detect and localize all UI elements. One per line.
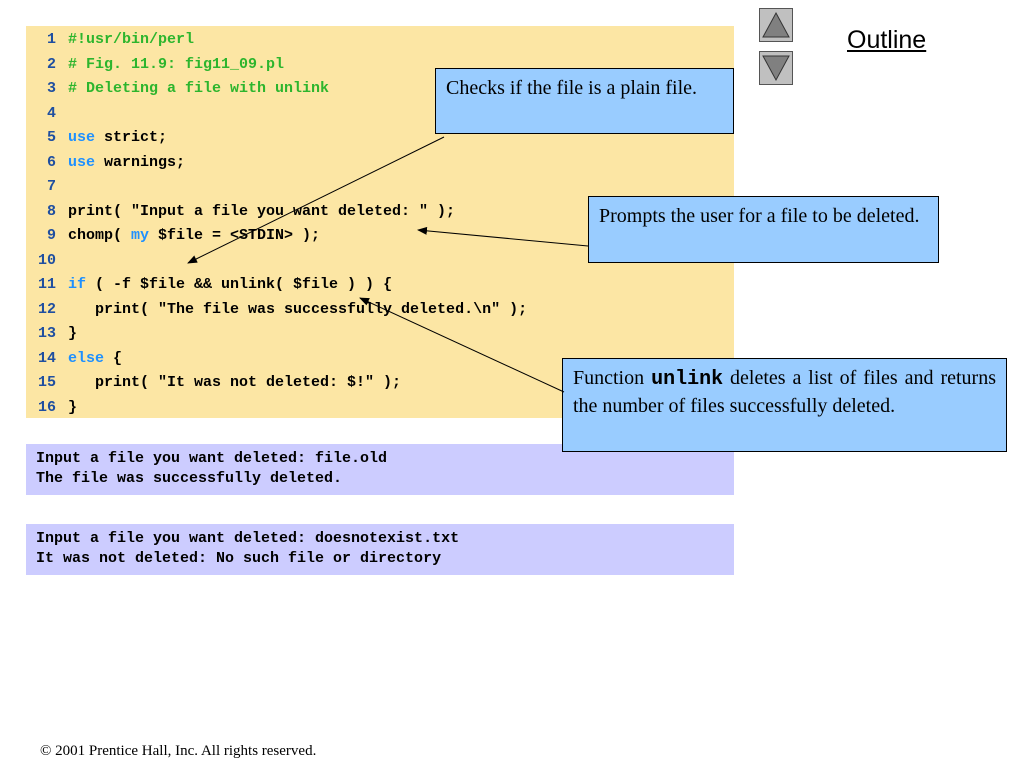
callout-unlink: Function unlink deletes a list of files …	[562, 358, 1007, 452]
program-output-1: Input a file you want deleted: file.old …	[26, 444, 734, 495]
code-line: 11 if ( -f $file && unlink( $file ) ) {	[26, 273, 734, 297]
code-text: # Deleting a file with unlink	[68, 77, 329, 101]
code-token: }	[68, 325, 78, 342]
code-token: print( "The file was successfully delete…	[68, 300, 528, 318]
copyright-footer: © 2001 Prentice Hall, Inc. All rights re…	[40, 743, 317, 759]
code-line: 15 print( "It was not deleted: $!" );	[26, 371, 734, 395]
code-line: 14 else {	[26, 347, 734, 371]
code-line: 3 # Deleting a file with unlink	[26, 77, 734, 101]
code-token: }	[68, 398, 78, 416]
comment: # Fig. 11.9: fig11_09.pl	[68, 55, 285, 73]
code-token: {	[104, 349, 123, 367]
line-number: 11	[37, 276, 56, 293]
code-text: use strict;	[68, 126, 167, 150]
code-text: print( "Input a file you want deleted: "…	[68, 200, 455, 224]
code-token: ( -f $file && unlink( $file ) ) {	[86, 276, 393, 293]
line-number: 6	[46, 153, 56, 171]
code-line: 5 use strict;	[26, 126, 734, 150]
line-number: 1	[46, 31, 56, 48]
code-token: print( "Input a file you want deleted: "…	[68, 202, 456, 220]
comment: #!usr/bin/perl	[68, 31, 195, 48]
keyword: use	[68, 153, 96, 171]
callout-text: Function	[573, 367, 652, 389]
code-token: $file = <STDIN> );	[149, 227, 321, 244]
code-line: 7	[26, 175, 734, 199]
line-number: 12	[37, 300, 56, 318]
line-number: 5	[46, 129, 56, 146]
keyword: else	[68, 349, 105, 367]
keyword: use	[68, 129, 96, 146]
triangle-up-icon	[762, 11, 790, 38]
code-text: #!usr/bin/perl	[68, 28, 194, 52]
code-line: 1 #!usr/bin/perl	[26, 28, 734, 52]
code-line: 9 chomp( my $file = <STDIN> );	[26, 224, 734, 248]
code-line: 4	[26, 102, 734, 126]
line-number: 14	[37, 349, 56, 367]
arrow-plain-file	[187, 136, 445, 264]
code-text: chomp( my $file = <STDIN> );	[68, 224, 320, 248]
output-line: It was not deleted: No such file or dire…	[36, 550, 442, 567]
arrow-prompt	[417, 226, 589, 247]
code-token: warnings;	[95, 153, 186, 171]
code-token: strict;	[95, 129, 168, 146]
code-token: chomp(	[68, 227, 132, 244]
code-line: 2 # Fig. 11.9: fig11_09.pl	[26, 53, 734, 77]
code-text: # Fig. 11.9: fig11_09.pl	[68, 53, 284, 77]
next-slide-button[interactable]	[759, 51, 793, 85]
code-text: }	[68, 396, 77, 420]
code-line: 8 print( "Input a file you want deleted: …	[26, 200, 734, 224]
output-line: Input a file you want deleted: doesnotex…	[36, 530, 460, 547]
code-text: if ( -f $file && unlink( $file ) ) {	[68, 273, 392, 297]
arrow-unlink	[359, 297, 565, 393]
line-number: 9	[46, 227, 56, 244]
line-number: 3	[46, 80, 56, 97]
previous-slide-button[interactable]	[759, 8, 793, 42]
code-text: print( "It was not deleted: $!" );	[68, 371, 401, 395]
code-text: else {	[68, 347, 122, 371]
callout-plain-file: Checks if the file is a plain file.	[435, 68, 734, 134]
keyword: if	[68, 276, 87, 293]
code-line: 10	[26, 249, 734, 273]
line-number: 2	[46, 55, 56, 73]
output-line: The file was successfully deleted.	[36, 470, 343, 487]
code-text: print( "The file was successfully delete…	[68, 298, 527, 322]
keyword: my	[131, 227, 150, 244]
line-number: 10	[37, 251, 56, 269]
comment: # Deleting a file with unlink	[68, 80, 330, 97]
code-line: 16}	[26, 396, 734, 420]
output-line: Input a file you want deleted: file.old	[36, 450, 388, 467]
code-line: 12 print( "The file was successfully del…	[26, 298, 734, 322]
callout-prompt: Prompts the user for a file to be delete…	[588, 196, 939, 263]
line-number: 8	[46, 202, 56, 220]
callout-text: Prompts the user for a file to be delete…	[599, 205, 920, 227]
code-text: }	[68, 322, 77, 346]
line-number: 4	[46, 104, 56, 122]
line-number: 7	[46, 178, 56, 195]
callout-text: deletes a list of files and returns the …	[573, 367, 996, 417]
callout-code: unlink	[651, 368, 724, 391]
triangle-down-icon	[762, 55, 790, 82]
code-text: use warnings;	[68, 151, 185, 175]
code-line: 13}	[26, 322, 734, 346]
outline-link[interactable]: Outline	[847, 26, 927, 54]
callout-text: Checks if the file is a plain file.	[446, 77, 698, 99]
code-line: 6 use warnings;	[26, 151, 734, 175]
line-number: 15	[37, 374, 56, 391]
code-token: print( "It was not deleted: $!" );	[68, 374, 402, 391]
program-output-2: Input a file you want deleted: doesnotex…	[26, 524, 734, 575]
line-number: 13	[37, 325, 56, 342]
line-number: 16	[37, 398, 56, 416]
